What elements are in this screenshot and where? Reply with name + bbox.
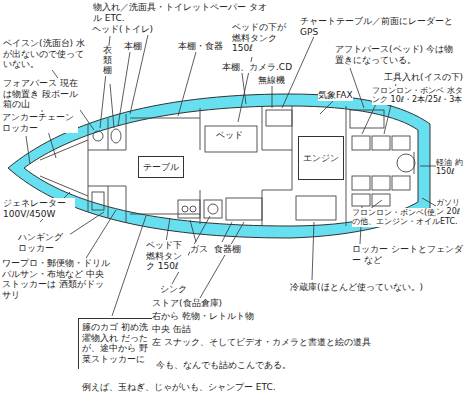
callout-label: ジェネレーター 100V/450W [3, 198, 75, 219]
node-text: 籐のカゴ 初め洗濯物入れ だったが、途中から 野菜ストッカーに [82, 322, 149, 364]
callout-label: 軽油 約150ℓ [436, 158, 466, 177]
callout-label: ストア(食品倉庫) [152, 298, 222, 309]
callout-label: ワープロ・郵便物・ドリル バルサン・布地など 中央ストッカーは 酒類がドッサリ [2, 258, 110, 300]
callout-label: ロッカー シートとフェンダー など [352, 244, 464, 265]
callout-label: ベッド [216, 130, 243, 141]
callout-label: ガス [190, 244, 208, 255]
callout-label: 本棚 [124, 41, 142, 52]
callout-label: 物入れ／洗面具・トイレットペーパー タオル ETC. [93, 2, 268, 23]
callout-label: フォアバース 現在は物置き 段ボール箱の山 [3, 78, 85, 110]
callout-label: 冷蔵庫(ほとんど使っていない。) [290, 282, 423, 293]
callout-label: ベイスン(洗面台) 水が出ないので使っていない。 [3, 38, 89, 70]
callout-label: シンク [160, 284, 187, 295]
callout-label: 今も、なんでも詰めこんである。 [156, 360, 291, 371]
callout-label: 気象FAX [318, 90, 353, 101]
callout-label: ベッドの下が 燃料タンク 150ℓ [232, 22, 294, 54]
callout-label: 右から 乾物・レトルト物 [152, 311, 254, 322]
callout-label: ベッド下 燃料タンク 150ℓ [146, 240, 188, 272]
callout-label: ハンギング ロッカー [18, 232, 70, 253]
callout-label: アフトバース(ベッド) 今は物置きになっている。 [335, 44, 457, 65]
callout-label: ヘッド(トイレ) [92, 24, 153, 35]
callout-label: 本棚、カメラ.CD [222, 62, 292, 73]
callout-label: 本棚・食器 [178, 41, 223, 52]
note-box: 籐のカゴ 初め洗濯物入れ だったが、途中から 野菜ストッカーに [78, 318, 152, 369]
label-box: テーブル [138, 156, 184, 178]
node-text: テーブル [143, 162, 179, 173]
callout-label: 例えば、玉ねぎ、じゃがいも、シャンプー ETC. [82, 382, 276, 393]
callout-label: 中央 缶詰 [152, 324, 191, 335]
callout-label: 衣類棚 [103, 46, 112, 76]
callout-label: 無線機 [258, 75, 285, 86]
node-text: エンジン [303, 153, 339, 164]
callout-label: アンカーチェーン ロッカー [2, 112, 78, 133]
callout-label: 食器棚 [214, 244, 241, 255]
callout-label: フロンロン・ボンベ 水タンク 10ℓ・2本/25ℓ・3本 [372, 86, 466, 105]
callout-label: 左 スナック、そしてビデオ・カメラと書道と絵の道具 [152, 337, 371, 348]
callout-label: 工具入れ(イスの下) [384, 72, 463, 83]
label-box: エンジン [298, 136, 344, 180]
callout-label: チャートテーブル／前面にレーダーと GPS [300, 16, 460, 37]
callout-label: ガソリン 20ℓ [436, 198, 466, 217]
